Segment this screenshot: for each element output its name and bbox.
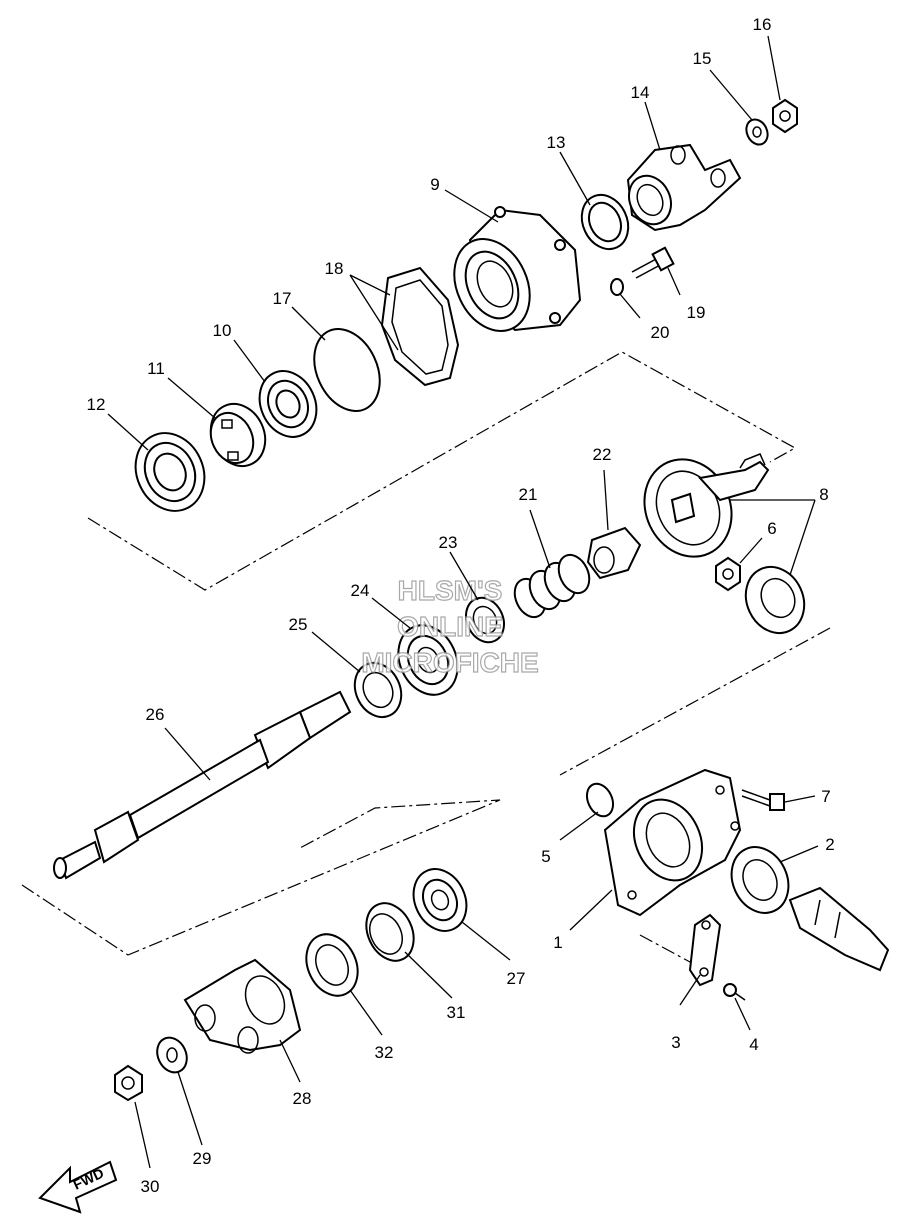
callout-labels: 16 15 14 13 9 18 17 10 11 12 19 20 22 21… — [87, 15, 835, 1196]
callout-28: 28 — [293, 1089, 312, 1108]
callout-1: 1 — [553, 933, 562, 952]
callout-29: 29 — [193, 1149, 212, 1168]
part-9-gear-housing[interactable] — [440, 206, 582, 343]
part-23-collar[interactable] — [459, 592, 511, 649]
callout-19: 19 — [687, 303, 706, 322]
group-outline-middle — [559, 627, 831, 776]
part-21-spring[interactable] — [509, 550, 595, 622]
output-shaft[interactable] — [788, 886, 890, 972]
part-11-ring-nut[interactable] — [201, 395, 275, 475]
part-6-nut[interactable] — [715, 556, 741, 592]
callout-8: 8 — [819, 485, 828, 504]
part-22-collar[interactable] — [586, 526, 642, 580]
fwd-arrow-icon: FWD — [38, 1160, 118, 1214]
part-2-bearing[interactable] — [721, 838, 799, 922]
callout-31: 31 — [447, 1003, 466, 1022]
part-7-bolt[interactable] — [741, 789, 785, 811]
callout-2: 2 — [825, 835, 834, 854]
part-26-drive-shaft[interactable] — [53, 690, 352, 880]
part-8-pinion-gear[interactable] — [735, 557, 814, 642]
part-31-ring-nut[interactable] — [357, 896, 422, 969]
part-25-oil-seal[interactable] — [346, 655, 410, 724]
part-19-bolt[interactable] — [631, 246, 675, 279]
part-15-washer[interactable] — [742, 116, 771, 148]
callout-30: 30 — [141, 1177, 160, 1196]
watermark: HLSM'S ONLINE MICROFICHE — [361, 574, 540, 678]
callout-11: 11 — [147, 359, 165, 378]
callout-17: 17 — [273, 289, 292, 308]
part-3-bracket[interactable] — [688, 913, 722, 987]
part-5-o-ring[interactable] — [582, 780, 618, 821]
part-10-bearing[interactable] — [249, 362, 327, 446]
watermark-line2: ONLINE — [397, 611, 503, 642]
callout-15: 15 — [693, 49, 712, 68]
callout-22: 22 — [593, 445, 612, 464]
callout-7: 7 — [821, 787, 830, 806]
callout-14: 14 — [631, 83, 650, 102]
callout-9: 9 — [430, 175, 439, 194]
part-14-yoke[interactable] — [621, 143, 742, 232]
watermark-line3: MICROFICHE — [361, 647, 538, 678]
part-24-bearing[interactable] — [387, 616, 468, 705]
part-12-bearing[interactable] — [123, 422, 217, 522]
callout-32: 32 — [375, 1043, 394, 1062]
part-17-o-ring[interactable] — [302, 318, 393, 421]
callout-13: 13 — [547, 133, 566, 152]
part-27-bearing[interactable] — [404, 860, 476, 939]
watermark-line1: HLSM'S — [398, 575, 503, 606]
callout-3: 3 — [671, 1033, 680, 1052]
part-8-ring-gear-assembly[interactable] — [629, 445, 770, 571]
callout-23: 23 — [439, 533, 458, 552]
part-18-shim[interactable] — [380, 266, 460, 387]
callout-4: 4 — [749, 1035, 758, 1054]
part-1-final-gear-case[interactable] — [603, 768, 742, 917]
group-outline-lower — [21, 799, 501, 956]
callout-20: 20 — [651, 323, 670, 342]
callout-25: 25 — [289, 615, 308, 634]
part-28-yoke[interactable] — [183, 958, 302, 1054]
callout-5: 5 — [541, 847, 550, 866]
callout-26: 26 — [146, 705, 165, 724]
part-30-nut[interactable] — [114, 1064, 143, 1102]
part-13-oil-seal[interactable] — [573, 187, 637, 256]
callout-10: 10 — [213, 321, 232, 340]
part-29-washer[interactable] — [152, 1033, 193, 1077]
callout-16: 16 — [753, 15, 772, 34]
callout-18: 18 — [325, 259, 344, 278]
callout-6: 6 — [767, 519, 776, 538]
callout-12: 12 — [87, 395, 106, 414]
callout-27: 27 — [507, 969, 526, 988]
callout-21: 21 — [519, 485, 538, 504]
callout-24: 24 — [351, 581, 370, 600]
leader-lines — [107, 35, 819, 1169]
part-4-screw[interactable] — [723, 983, 746, 1001]
part-32-oil-seal[interactable] — [297, 926, 368, 1004]
part-20-washer[interactable] — [610, 278, 624, 296]
part-16-nut[interactable] — [772, 98, 798, 134]
